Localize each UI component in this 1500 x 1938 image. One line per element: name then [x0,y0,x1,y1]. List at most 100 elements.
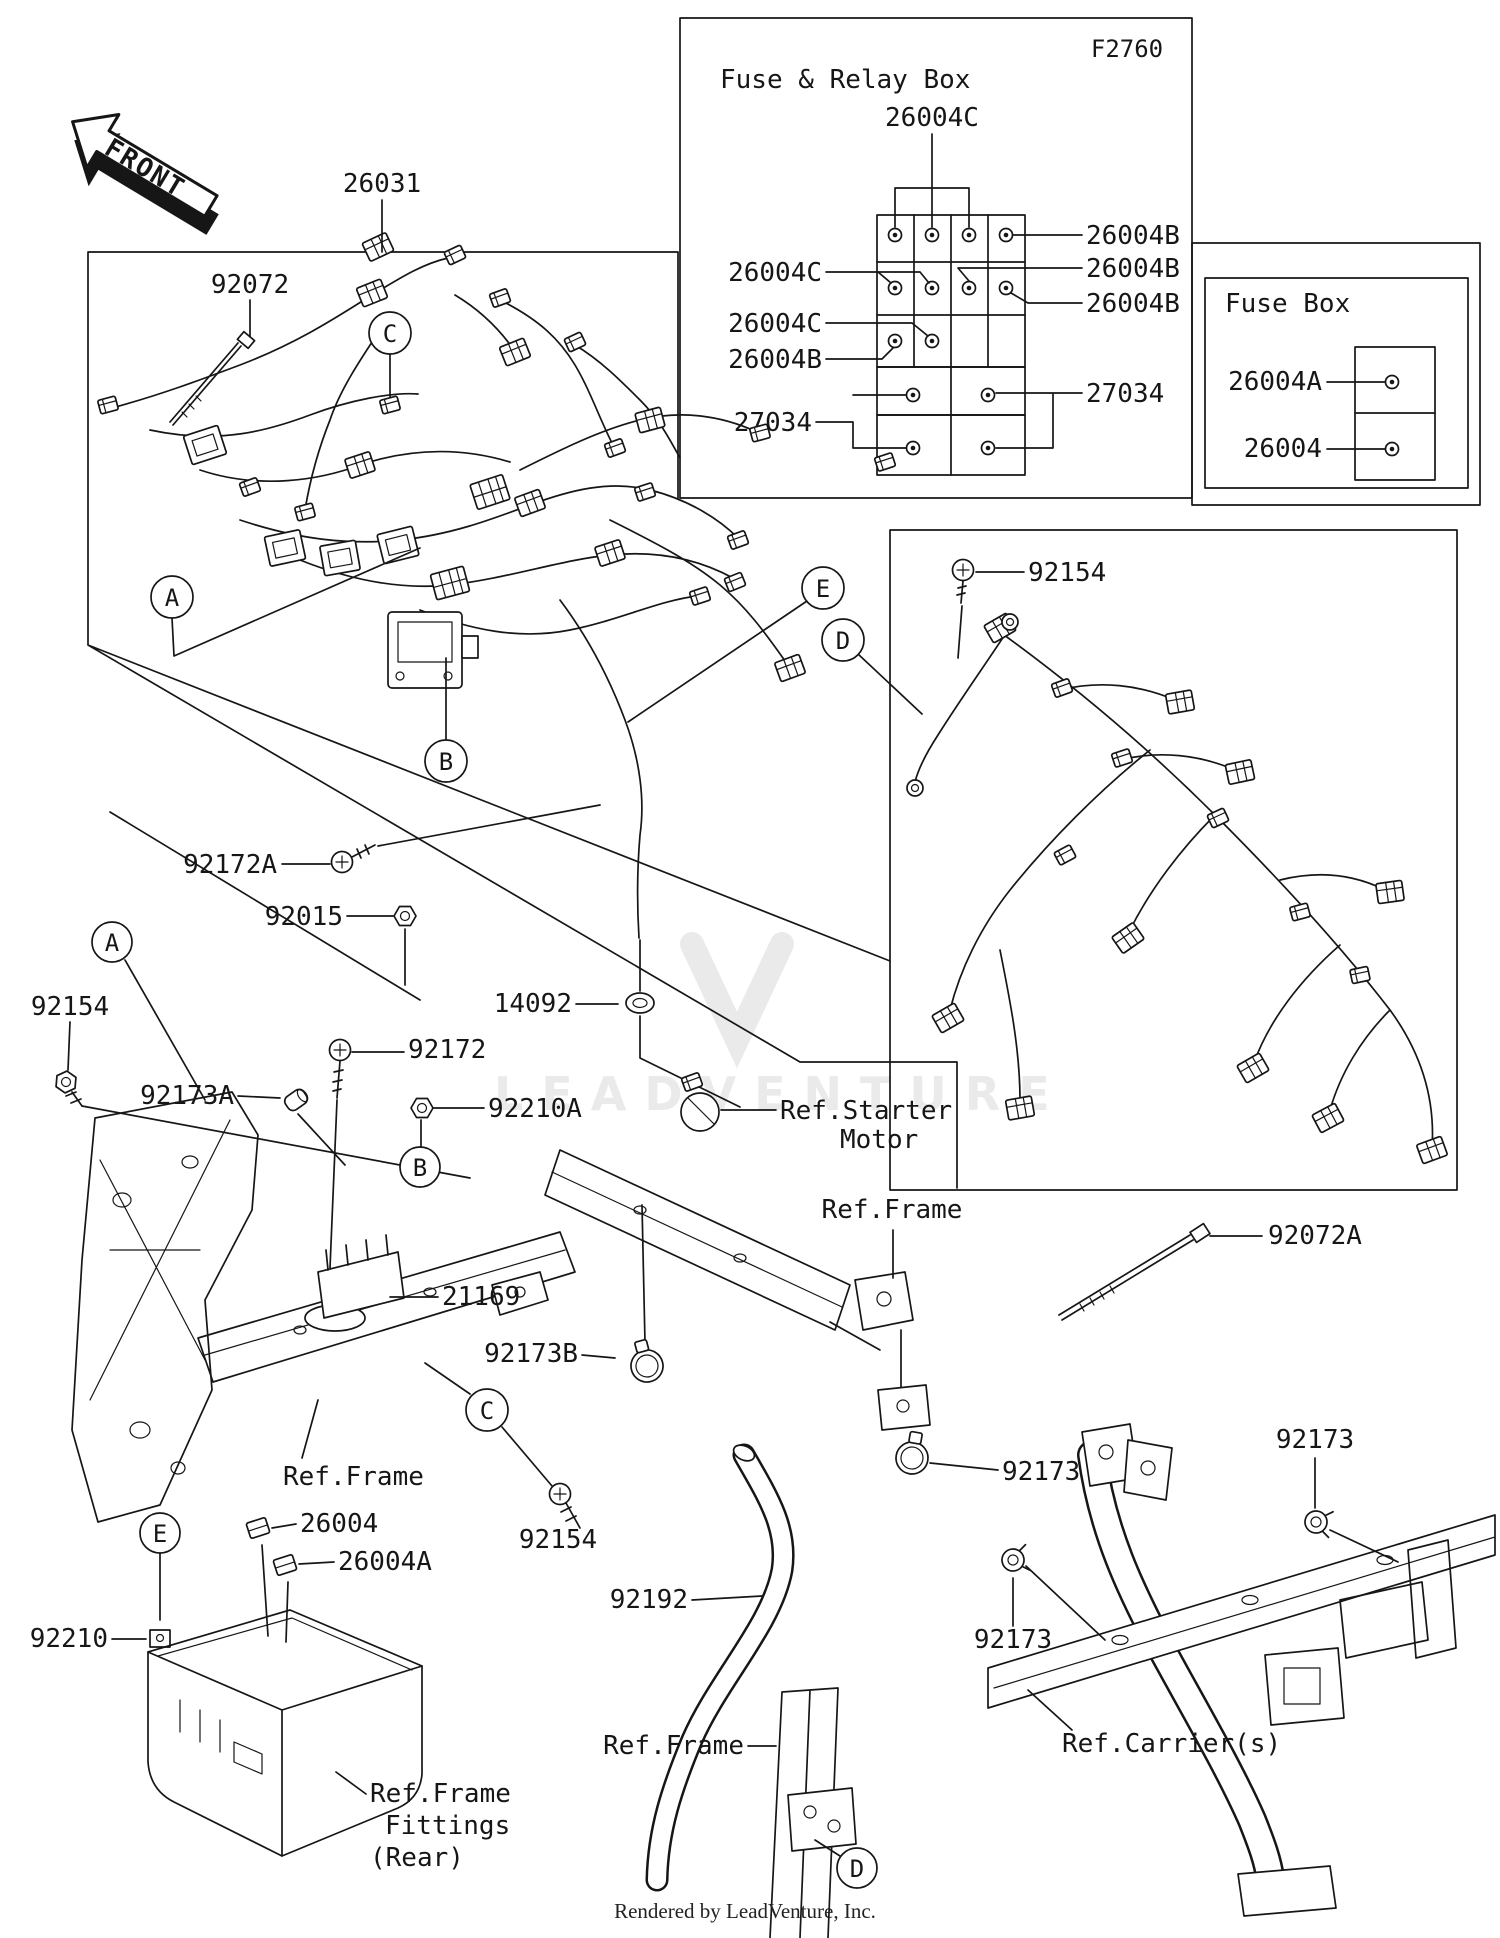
label-26004c-top: 26004C [885,103,979,133]
label-92072: 92072 [211,270,289,300]
left-fastener-cluster: 92154 92173A 92172 92210A B [31,921,582,1269]
ref-carrier: Ref.Carrier(s) [1062,1729,1281,1759]
battery-cover-area: E 92210 26004 26004A Ref.Frame [30,1509,511,1873]
callout-a-bottom: A [91,921,206,1101]
fuse-relay-box-title: Fuse & Relay Box [720,65,970,95]
bottom-strut [769,1687,857,1938]
ref-frame-fittings-line2: Fittings [385,1811,510,1841]
tube-92192 [645,1443,795,1892]
ref-starter-motor-line2: Motor [840,1125,918,1155]
label-26004c-left1: 26004C [728,258,822,288]
front-direction-arrow: FRONT [71,113,219,235]
label-26004b-left: 26004B [728,345,822,375]
clamp-92173b-2 [877,1329,999,1478]
callout-b-top: B [424,657,468,783]
footer-credit: Rendered by LeadVenture, Inc. [614,1899,876,1923]
sub-harness-illustration [906,611,1449,1165]
clip-92173-upper [1302,1457,1399,1563]
fuse-relay-box: Fuse & Relay Box 26004C 26004C 26004C 26… [679,17,1193,499]
label-26031: 26031 [343,169,421,199]
label-26004a-fusebox: 26004A [1228,367,1322,397]
cable-tie-92072 [169,330,256,426]
fuse-grid [876,214,1026,476]
ref-frame-fittings-line3: (Rear) [370,1843,464,1873]
cable-tie-92072a: 92072A [1058,1221,1362,1321]
screw-92172a [281,804,601,874]
svg-text:A: A [105,929,120,957]
svg-text:C: C [480,1397,494,1425]
svg-text:E: E [816,575,830,603]
nut-92210 [111,1629,171,1648]
left-frame-illustration: 21169 Ref.Frame C 92154 [71,1091,597,1555]
label-92172a: 92172A [183,850,277,880]
bottom-center: 92192 Ref.Frame D [603,1443,878,1938]
callout-a-top: A [150,547,421,657]
screw-92172 [328,1038,405,1269]
label-92173-upper: 92173 [1276,1425,1354,1455]
label-92072a: 92072A [1268,1221,1362,1251]
clip-92173-lower [999,1543,1106,1641]
ref-frame-bottom: Ref.Frame [603,1731,744,1761]
label-21169: 21169 [442,1282,520,1312]
mid-fasteners: 92172A 92015 14092 Ref.Starter Motor [183,804,952,1155]
label-26004b-right1: 26004B [1086,221,1180,251]
ref-frame-center: Ref.Frame [822,1195,963,1225]
fuse-box: Fuse Box 26004A 26004 [1191,242,1481,506]
ref-frame-left: Ref.Frame [283,1462,424,1492]
label-92210: 92210 [30,1624,108,1654]
label-92154-c: 92154 [519,1525,597,1555]
center-frame-rail: Ref.Frame 92173B 92173B [484,1149,1096,1487]
callout-c-top: C [368,311,412,415]
label-26004a-bottom: 26004A [338,1547,432,1577]
starter-motor-clamp [680,1071,777,1132]
battery-cover-illustration [147,1609,423,1857]
figure-code: F2760 [1091,35,1163,63]
label-27034-left: 27034 [734,408,812,438]
label-14092: 14092 [494,989,572,1019]
label-92172: 92172 [408,1035,486,1065]
label-92154-top: 92154 [1028,558,1106,588]
svg-text:D: D [850,1855,864,1883]
label-92192: 92192 [610,1585,688,1615]
label-92015: 92015 [265,902,343,932]
svg-text:D: D [836,627,850,655]
screw-92154-top [951,558,1025,659]
bolt-92154-c [548,1482,581,1529]
svg-text:C: C [383,320,397,348]
cap-92173a [237,1088,346,1166]
junction-holder-21169 [304,1234,439,1332]
ref-starter-motor-line1: Ref.Starter [780,1096,952,1126]
label-26004c-left2: 26004C [728,309,822,339]
label-92173b-1: 92173B [484,1339,578,1369]
label-92154-left: 92154 [31,992,109,1022]
grommet-14092 [575,939,741,1108]
fuse-clip-26004 [245,1516,297,1637]
label-26004-fusebox: 26004 [1244,434,1322,464]
label-92210a: 92210A [488,1094,582,1124]
label-26004-bottom: 26004 [300,1509,378,1539]
label-26004b-right3: 26004B [1086,289,1180,319]
clamp-92173b-1 [581,1204,668,1387]
nut-92210a [410,1097,485,1119]
fuse-clip-26004a [272,1553,335,1643]
svg-text:A: A [165,584,180,612]
callout-d-bottom: D [814,1839,878,1889]
callout-d-top: D [821,618,923,715]
callout-e-top: E [627,566,845,723]
ref-frame-fittings-line1: Ref.Frame [370,1779,511,1809]
carrier-area: 92173 92173 Ref.Carrier(s) [974,1423,1496,1917]
carrier-illustration [987,1423,1496,1917]
callout-b-bottom: B [399,1119,441,1188]
svg-text:E: E [153,1520,167,1548]
svg-text:B: B [439,748,453,776]
label-27034-right: 27034 [1086,379,1164,409]
flame-v-icon [680,932,794,1069]
label-26004b-right2: 26004B [1086,254,1180,284]
ecu-module [387,611,479,689]
callout-e-bottom: E [139,1512,181,1621]
svg-text:B: B [413,1154,427,1182]
wiring-harness-illustration [96,231,897,939]
sub-harness-box: 92154 D [821,529,1458,1191]
